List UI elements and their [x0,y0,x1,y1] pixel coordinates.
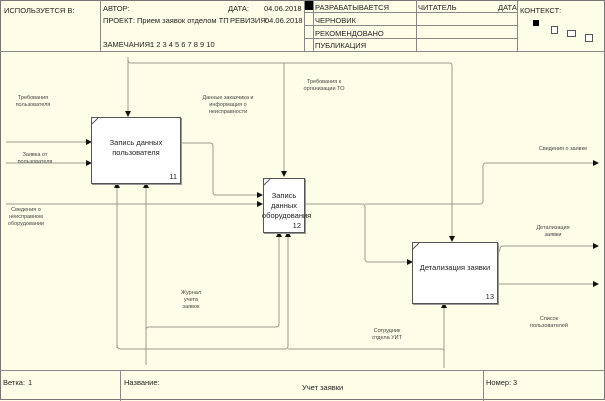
arrow-request-detail [496,243,599,253]
author-label: АВТОР: [103,4,130,13]
notes-label: ЗАМЕЧАНИЯ: [103,40,153,49]
status-recommended: РЕКОМЕНДОВАНО [315,29,384,38]
revision-value: 04.06.2018 [265,16,303,25]
header: ИСПОЛЬЗУЕТСЯ В: АВТОР: ДАТА: 04.06.2018 … [0,0,605,52]
activity-number: 11 [169,172,177,181]
arrow-uit-employee [288,348,445,368]
label-request-info: Сведения о заявке [538,146,588,152]
label-user-request: Заявка от пользователя [17,152,53,165]
arrow-request-info [365,160,599,205]
footer: Ветка: 1 Название: Учет заявки Номер: 3 [0,370,605,401]
activity-title: Запись данных оборудования [262,191,312,220]
label-user-list: Список пользователей [530,316,568,329]
status-selected-marker [305,1,313,10]
number-value: 3 [513,378,518,387]
arrow-request-log [145,231,282,331]
context-current-square [533,20,539,26]
context-square [585,34,593,42]
name-label: Название: [124,378,160,387]
activity-title: Запись данных пользователя [109,138,163,157]
arrow-customer-data [180,142,263,198]
label-customer-data: Данные заказчика и информация о неисправ… [202,95,254,115]
context-label: КОНТЕКСТ: [520,6,562,15]
label-request-detail: Детализация заявки [536,225,570,238]
label-to-requirements: Требования к организации ТО [303,79,345,92]
status-developing: РАЗРАБАТЫВАЕТСЯ [315,3,390,12]
notes-value: 1 2 3 4 5 6 7 8 9 10 [150,40,215,49]
context-square [567,30,576,37]
name-value: Учет заявки [302,383,344,392]
label-request-log: Журнал учета заявок [180,290,202,310]
node-value: 1 [28,378,33,387]
status-draft: ЧЕРНОВИК [315,16,357,25]
activity-box-13[interactable]: Детализация заявки 13 [412,242,498,304]
label-faulty-equipment: Сведения о неисправном оборудовании [7,207,45,227]
activity-box-11[interactable]: Запись данных пользователя 11 [91,117,181,184]
label-uit-employee: Сотрудник отдела УИТ [372,328,402,341]
date-value: 04.06.2018 [264,4,302,13]
activity-number: 13 [485,292,494,301]
arrow-top-control-branch-2 [284,62,455,242]
arrow-top-control-branch [127,59,287,177]
arrow-box2-output [304,203,413,265]
context-square [551,26,558,34]
activity-box-12[interactable]: Запись данных оборудования 12 [262,178,312,233]
activity-title: Детализация заявки [419,263,491,272]
label-user-requirements: Требования пользователя [15,95,51,108]
node-label: Ветка: [3,378,26,387]
reader-date-label: ДАТА [498,3,517,12]
date-label: ДАТА: [228,4,249,13]
arrow-mech-return [116,231,291,350]
used-in-label: ИСПОЛЬЗУЕТСЯ В: [4,6,75,15]
number-label: Номер: [486,378,512,387]
reader-label: ЧИТАТЕЛЬ [418,3,457,12]
revision-label: РЕВИЗИЯ: [230,16,268,25]
project-label: ПРОЕКТ: [103,16,136,25]
activity-number: 12 [292,221,301,230]
status-publication: ПУБЛИКАЦИЯ [315,41,367,50]
project-value: Прием заявок отделом ТП [137,16,229,25]
